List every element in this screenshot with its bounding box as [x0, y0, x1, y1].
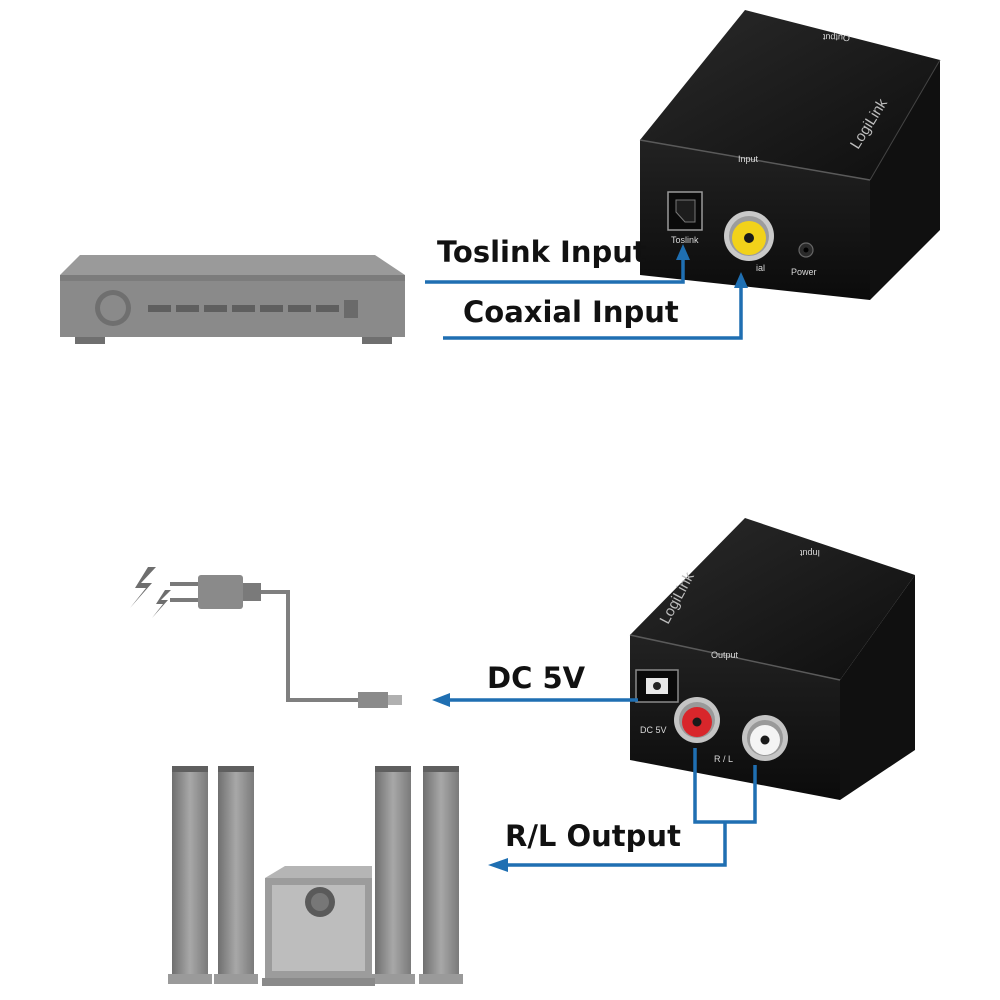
- rca-left-white-port: [742, 715, 788, 761]
- coaxial-port-label: ial: [756, 263, 765, 273]
- toslink-port: [667, 191, 703, 231]
- port-group-label: Input: [738, 154, 759, 164]
- subwoofer-icon: [262, 866, 375, 986]
- dc-5v-label: DC 5V: [487, 661, 586, 695]
- power-port-label: Power: [791, 267, 817, 277]
- toslink-connection-line: [425, 244, 690, 284]
- speaker-icon: [371, 766, 415, 984]
- power-plug-icon: [170, 575, 402, 708]
- dc-port-label: DC 5V: [640, 725, 667, 735]
- speaker-icon: [168, 766, 212, 984]
- speaker-icon: [214, 766, 258, 984]
- speaker-icon: [419, 766, 463, 984]
- converter-device-output-side: LogiLink Input Output DC 5V R / L: [629, 518, 915, 800]
- toslink-port-label: Toslink: [671, 235, 699, 245]
- power-jack: [798, 242, 814, 258]
- converter-device-input-side: LogiLink Output Input Toslink ial Power: [639, 10, 941, 300]
- rl-output-connection-line: [488, 748, 757, 872]
- coaxial-rca-port: [724, 211, 774, 261]
- rca-right-red-port: [674, 697, 720, 743]
- electricity-icon: [130, 567, 171, 618]
- coaxial-input-label: Coaxial Input: [463, 295, 679, 329]
- back-panel-label: Output: [822, 32, 850, 43]
- coaxial-connection-line: [443, 272, 748, 340]
- dvd-player-icon: [60, 255, 405, 344]
- rl-output-label: R/L Output: [505, 819, 681, 853]
- rl-port-label: R / L: [714, 754, 733, 764]
- dc-power-connection-line: [432, 693, 638, 707]
- port-group-label: Output: [711, 650, 739, 660]
- dc-power-jack: [635, 669, 679, 703]
- back-panel-label: Input: [799, 548, 820, 558]
- toslink-input-label: Toslink Input: [437, 235, 647, 269]
